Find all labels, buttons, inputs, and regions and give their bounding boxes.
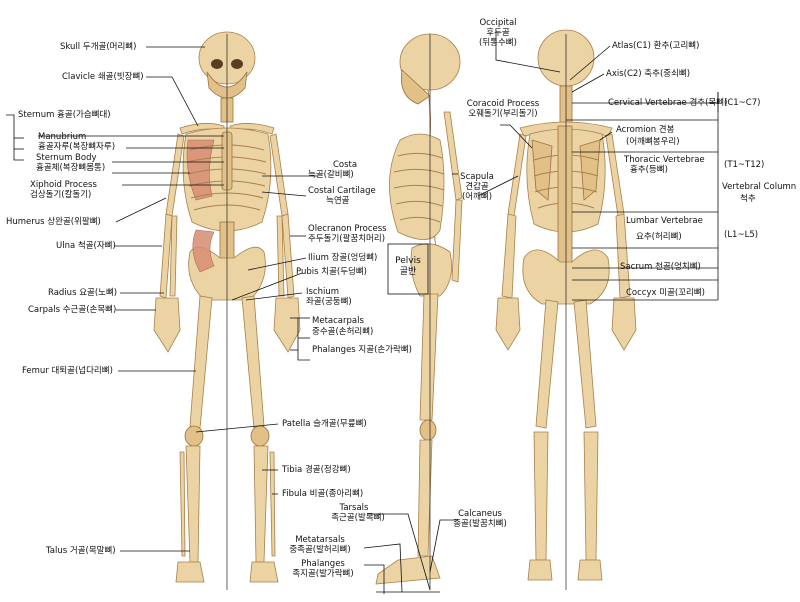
- label-sternum: Sternum 흉골(가슴뼈대): [18, 110, 111, 120]
- label-femur: Femur 대퇴골(넙다리뼈): [22, 366, 113, 376]
- label-talus: Talus 거골(목말뼈): [46, 546, 116, 556]
- label-xiphoid-ko: 검상돌기(칼돌기): [30, 190, 92, 200]
- front-skeleton: [153, 31, 301, 590]
- label-acromion-ko: (어깨뼈봉우리): [626, 137, 680, 147]
- label-patella: Patella 슬개골(무릎뼈): [282, 419, 367, 429]
- label-lumbar-en: Lumbar Vertebrae: [626, 216, 703, 226]
- label-lumbar-range: (L1~L5): [724, 230, 759, 240]
- label-vertebral-ko: 척추: [740, 194, 756, 204]
- label-thoracic-en: Thoracic Vertebrae: [624, 155, 705, 165]
- label-calcaneus-en: Calcaneus: [458, 509, 502, 519]
- label-pubis: Pubis 치골(두덩뼈): [296, 267, 367, 277]
- label-cervical: Cervical Vertebrae 경추(목뼈): [608, 98, 728, 108]
- label-lumbar-ko: 요추(허리뼈): [636, 232, 682, 242]
- label-carpals: Carpals 수근골(손목뼈): [28, 305, 117, 315]
- label-costal-cartilage-ko: 늑연골: [326, 196, 350, 206]
- label-metacarpals-en: Metacarpals: [312, 316, 364, 326]
- label-pelvis-en: Pelvis: [395, 256, 421, 266]
- label-coracoid-en: Coracoid Process: [466, 99, 540, 109]
- label-scapula-en: Scapula: [460, 172, 494, 182]
- label-vertebral-en: Vertebral Column: [722, 182, 797, 192]
- label-axis: Axis(C2) 축추(중쇠뼈): [606, 69, 691, 79]
- label-sternum-body-ko: 흉골체(복장뼈몸통): [36, 163, 106, 173]
- side-skeleton: [375, 33, 463, 590]
- label-costa-ko: 늑골(갈비뼈): [308, 170, 354, 180]
- label-costal-cartilage-en: Costal Cartilage: [308, 186, 376, 196]
- label-occipital-en: Occipital: [479, 18, 517, 28]
- label-metacarpals-ko: 중수골(손허리뼈): [312, 327, 374, 337]
- label-coccyx: Coccyx 미골(꼬리뼈): [626, 288, 705, 298]
- label-ilium: Ilium 장골(엉덩뼈): [308, 253, 378, 263]
- label-metatarsals-ko: 중족골(발허리뼈): [289, 545, 351, 555]
- label-humerus: Humerus 상완골(위팔뼈): [6, 217, 101, 227]
- label-scapula-ko1: 견갑골: [465, 182, 489, 192]
- label-cervical-range: (C1~C7): [724, 98, 761, 108]
- label-xiphoid-en: Xiphoid Process: [30, 180, 97, 190]
- leader-lines: [6, 30, 719, 594]
- label-skull: Skull 두개골(머리뼈): [60, 42, 137, 52]
- label-phalanges-hand: Phalanges 지골(손가락뼈): [312, 345, 412, 355]
- label-metatarsals-en: Metatarsals: [295, 535, 345, 545]
- label-phalanges-foot-ko: 족지골(발가락뼈): [292, 569, 354, 579]
- label-pelvis-ko: 골반: [399, 267, 417, 277]
- label-coracoid-ko: 오훼돌기(부리돌기): [468, 109, 538, 119]
- label-manubrium-en: Manubrium: [38, 132, 87, 142]
- label-calcaneus-ko: 종골(발꿈치뼈): [453, 519, 507, 529]
- label-thoracic-range: (T1~T12): [724, 160, 765, 170]
- label-occipital-ko2: (뒤통수뼈): [479, 38, 517, 48]
- label-phalanges-foot-en: Phalanges: [301, 559, 345, 569]
- label-fibula: Fibula 비골(종아리뼈): [282, 489, 364, 499]
- label-tibia: Tibia 경골(정강뼈): [282, 465, 351, 475]
- label-scapula-ko2: (어깨뼈): [461, 192, 493, 202]
- label-occipital-ko1: 후두골: [486, 28, 510, 38]
- label-thoracic-ko: 흉추(등뼈): [630, 165, 668, 175]
- label-acromion-en: Acromion 견봉: [616, 125, 675, 135]
- label-tarsals-en: Tarsals: [339, 503, 369, 513]
- label-radius: Radius 요골(노뼈): [48, 288, 118, 298]
- label-clavicle: Clavicle 쇄골(빗장뼈): [62, 72, 144, 82]
- label-ulna: Ulna 척골(자뼈): [56, 241, 116, 251]
- label-ischium-ko: 좌골(궁둥뼈): [306, 297, 352, 307]
- label-sternum-body-en: Sternum Body: [36, 153, 97, 163]
- label-olecranon-en: Olecranon Process: [308, 224, 387, 234]
- label-tarsals-ko: 족근골(발목뼈): [331, 513, 385, 523]
- label-sacrum: Sacrum 천골(엉치뼈): [620, 262, 701, 272]
- label-atlas: Atlas(C1) 환추(고리뼈): [612, 41, 700, 51]
- label-costa-en: Costa: [332, 160, 358, 170]
- label-ischium-en: Ischium: [306, 287, 340, 297]
- label-manubrium-ko: 흉골자루(복장뼈자루): [38, 142, 116, 152]
- label-olecranon-ko: 주두돌기(팔꿈치머리): [308, 234, 386, 244]
